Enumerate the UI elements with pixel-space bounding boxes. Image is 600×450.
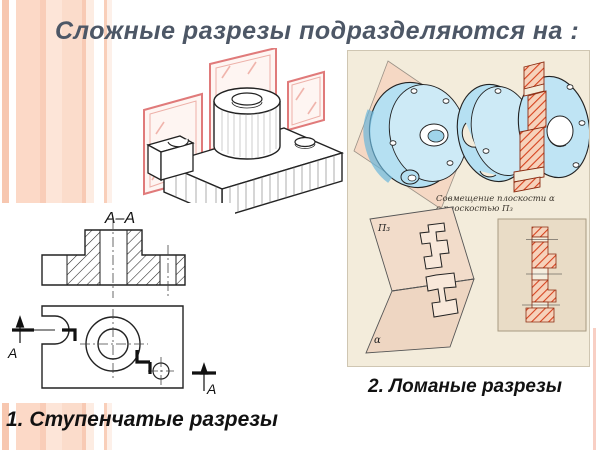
plane-alpha-label: α (374, 335, 381, 346)
label-broken-sections: 2. Ломаные разрезы (368, 376, 562, 397)
cutting-line-marks (12, 328, 216, 375)
section-view (41, 219, 186, 298)
cylinder-shading (221, 108, 277, 158)
projection-planes: П₃ α (365, 206, 475, 354)
plate-hole (294, 136, 316, 149)
flange-full (363, 81, 468, 189)
broken-section-textbook-image: Совмещение плоскости α с плоскостью П₃ П… (347, 50, 590, 367)
slide-title: Сложные разрезы подразделяются на : (55, 17, 580, 45)
flange-cut-hatched (513, 61, 589, 193)
arrow-label-right: А (206, 381, 216, 397)
plan-view: А А (7, 305, 216, 397)
right-stripe-decoration (593, 328, 596, 450)
cut-arrows (15, 315, 209, 391)
stepped-section-orthographic-drawing: А–А (0, 203, 235, 403)
section-label: А–А (104, 210, 135, 227)
broken-section-figure: Совмещение плоскости α с плоскостью П₃ П… (353, 60, 589, 354)
cylinder-boss (213, 87, 281, 160)
figure-caption-line2: с плоскостью П₃ (436, 204, 513, 214)
label-stepped-sections: 1. Ступенчатые разрезы (6, 408, 278, 431)
profile-outline-lower (425, 272, 459, 318)
profile-outline-upper (419, 222, 450, 270)
flattened-section-panel (497, 218, 587, 332)
notched-lug (146, 135, 195, 182)
stepped-section-isometric-drawing (143, 48, 345, 218)
flange-cut-unhatched (456, 83, 536, 183)
arrow-label-left: А (7, 345, 17, 361)
figure-caption-line1: Совмещение плоскости α (436, 194, 555, 204)
plane-p3-label: П₃ (377, 223, 390, 234)
